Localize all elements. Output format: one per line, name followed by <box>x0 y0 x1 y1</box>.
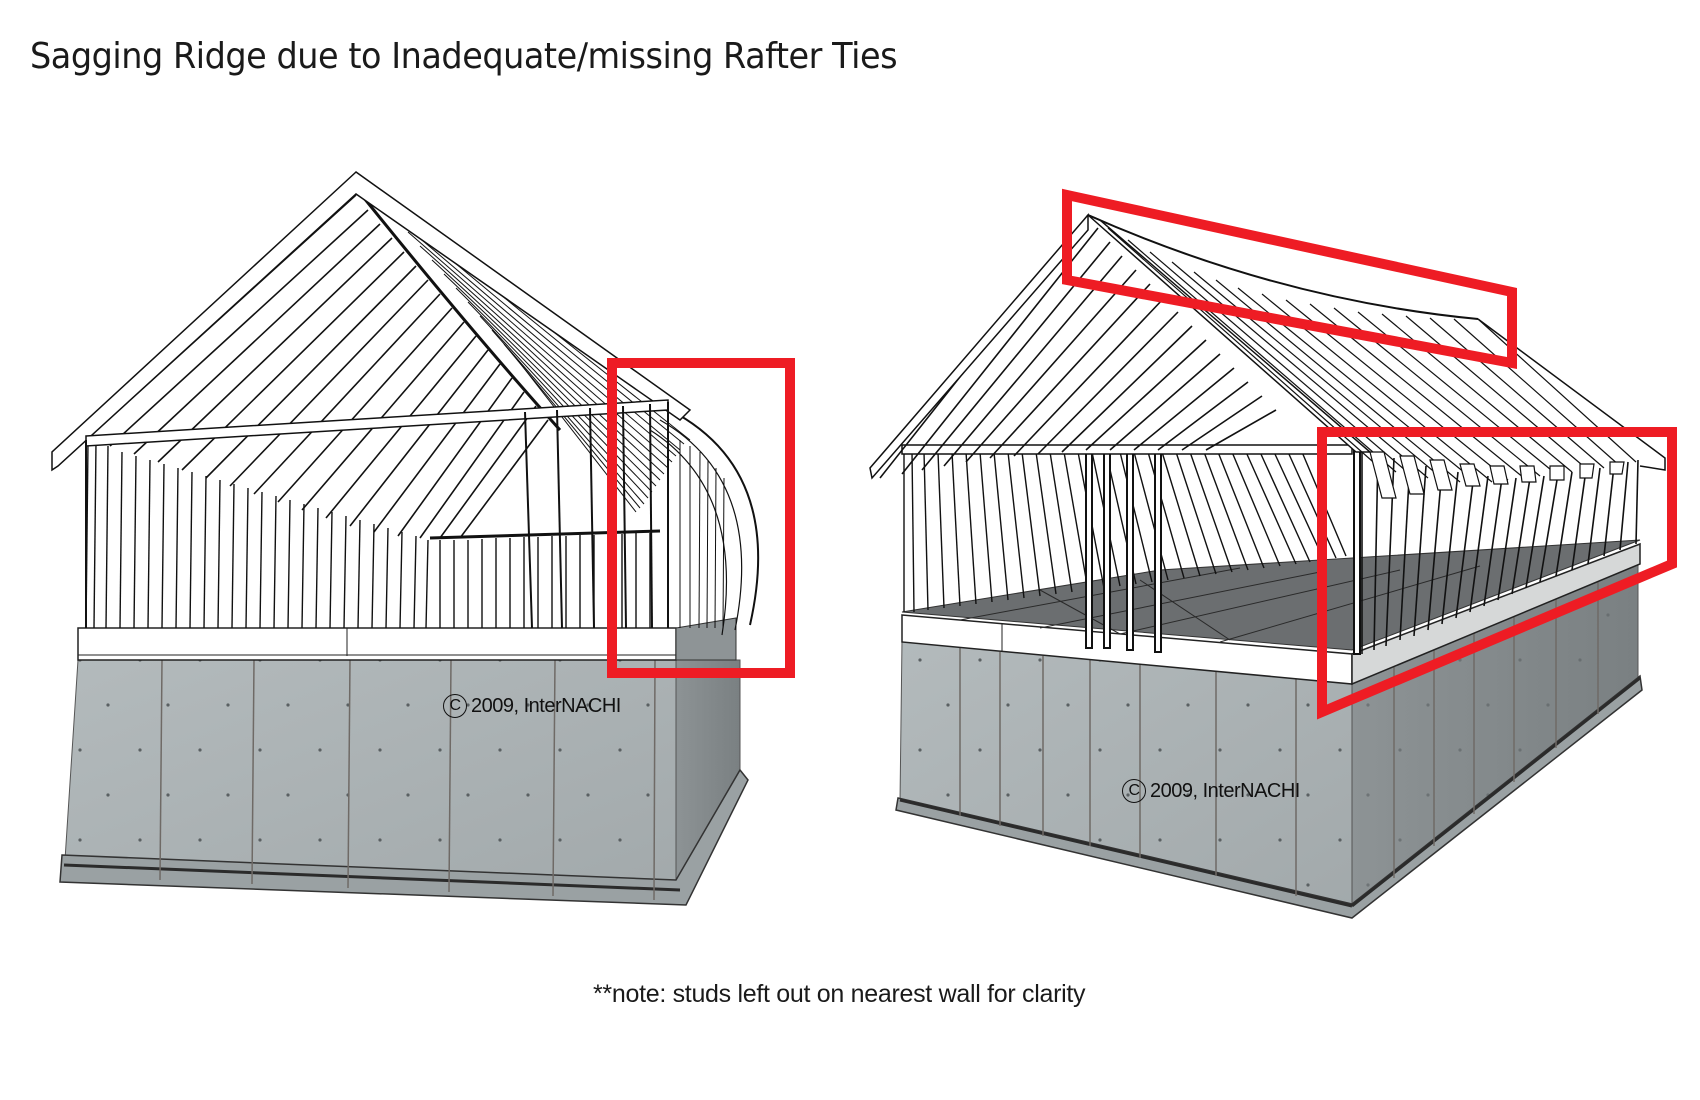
copyright-text: 2009, InterNACHI <box>1150 779 1300 802</box>
highlight-box-left <box>607 358 795 678</box>
page-title: Sagging Ridge due to Inadequate/missing … <box>30 36 898 77</box>
top-plate <box>85 399 669 447</box>
copyright-label-right: C 2009, InterNACHI <box>1122 779 1300 803</box>
highlight-wall-spread <box>1317 427 1677 720</box>
copyright-icon: C <box>443 694 467 718</box>
barge-rafter-right <box>869 212 1089 480</box>
left-house-figure <box>51 171 760 906</box>
footing-right <box>895 674 1643 919</box>
footnote: **note: studs left out on nearest wall f… <box>593 980 1086 1008</box>
sagging-ridge <box>1087 214 1479 320</box>
rim-joist-side <box>1351 542 1641 686</box>
copyright-text: 2009, InterNACHI <box>471 694 621 717</box>
copyright-label-left: C 2009, InterNACHI <box>443 694 621 718</box>
top-plate-right <box>901 444 1353 455</box>
barge-rafter <box>51 171 692 472</box>
highlight-ridge-sag <box>1062 188 1517 370</box>
right-house-figure <box>869 212 1666 919</box>
copyright-icon: C <box>1122 779 1146 803</box>
